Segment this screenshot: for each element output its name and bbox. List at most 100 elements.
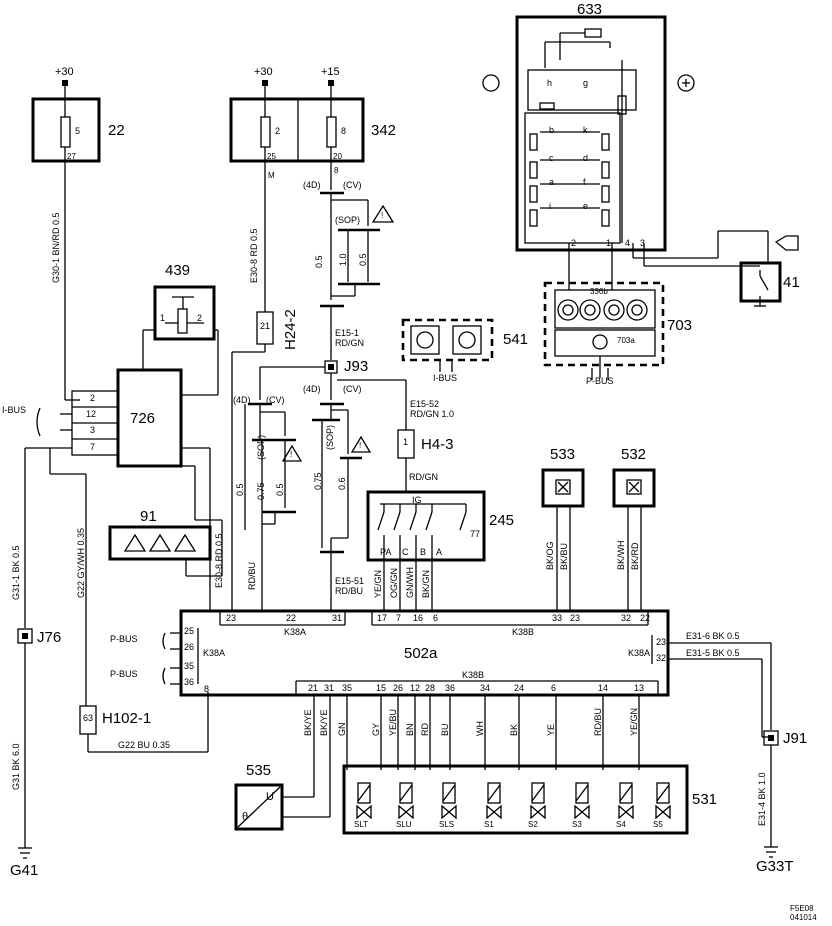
ecu-wire-color: GY bbox=[371, 722, 381, 736]
solenoid-coil-icon bbox=[656, 782, 670, 804]
contact-label: f bbox=[583, 177, 586, 187]
label-component-342: 342 bbox=[371, 122, 397, 139]
variant-label: (CV) bbox=[343, 180, 362, 190]
label-junction-j91: J91 bbox=[783, 730, 808, 747]
variant-label: (CV) bbox=[266, 395, 285, 405]
variant-label: 1.0 bbox=[338, 253, 348, 266]
variant-label: 0.5 bbox=[275, 483, 285, 496]
label-supply-30b: +30 bbox=[254, 66, 273, 78]
wire-label: OG/GN bbox=[389, 567, 399, 598]
horn-icon bbox=[774, 235, 799, 251]
pin-label: 12 bbox=[86, 409, 97, 419]
fuse-pin: M bbox=[268, 171, 275, 180]
label-component-726: 726 bbox=[130, 410, 156, 427]
ecu-pin-top: 6 bbox=[433, 613, 439, 623]
wire-label: E15-51 bbox=[335, 576, 365, 586]
ecu-pin-bottom: 21 bbox=[308, 683, 319, 693]
label-ground-g33t: G33T bbox=[756, 858, 794, 875]
label-component-502a: 502a bbox=[404, 645, 438, 662]
label-k38a-right: K38A bbox=[628, 648, 651, 658]
component-532-box bbox=[612, 468, 656, 508]
ecu-pin-right: 23 bbox=[656, 637, 667, 647]
resistor-icon bbox=[529, 209, 538, 227]
contact-label: b bbox=[549, 125, 555, 135]
label-component-41: 41 bbox=[783, 274, 800, 291]
wire-label: E30-8 RD 0.5 bbox=[249, 228, 259, 283]
ecu-wire-color: RD bbox=[420, 723, 430, 736]
label-pa: PA bbox=[380, 547, 392, 557]
variant-label: (4D) bbox=[233, 395, 251, 405]
warning-triangle-2 bbox=[281, 444, 303, 462]
label-component-703: 703 bbox=[667, 317, 693, 334]
solenoid-label: SLS bbox=[439, 820, 455, 829]
ecu-wire-color: BK bbox=[509, 723, 519, 736]
wire-label: E30-8 RD 0.5 bbox=[214, 533, 224, 588]
wire-label: BK/RD bbox=[630, 542, 640, 570]
component-22-box bbox=[31, 97, 101, 163]
component-245-box bbox=[366, 490, 486, 562]
solenoid-coil-icon bbox=[531, 782, 545, 804]
ecu-wire-color: BN bbox=[405, 723, 415, 736]
wire-label: RD/GN bbox=[409, 472, 438, 482]
label-component-535: 535 bbox=[246, 762, 272, 779]
label-k38a-top: K38A bbox=[284, 627, 307, 637]
ecu-pin-top: 33 bbox=[552, 613, 563, 623]
label-ig: IG bbox=[412, 495, 422, 505]
fuse-pin: 8 bbox=[334, 166, 339, 175]
ecu-pin-bottom: 31 bbox=[324, 683, 335, 693]
variant-label: 0.75 bbox=[256, 482, 266, 500]
valve-icon bbox=[398, 804, 414, 820]
resistor-icon bbox=[529, 133, 538, 151]
solenoid-coil-icon bbox=[399, 782, 413, 804]
ecu-pin-top: 31 bbox=[332, 613, 343, 623]
valve-icon bbox=[574, 804, 590, 820]
label-component-439: 439 bbox=[165, 262, 191, 279]
ecu-pin-bottom: 36 bbox=[445, 683, 456, 693]
solenoid-coil-icon bbox=[357, 782, 371, 804]
wire-label: G22 BU 0.35 bbox=[118, 740, 171, 750]
variant-label: (SOP) bbox=[256, 434, 266, 460]
label-component-91: 91 bbox=[140, 508, 157, 525]
valve-icon bbox=[530, 804, 546, 820]
wire-label: YE/GN bbox=[373, 569, 383, 598]
wire-label: G31 BK 6.0 bbox=[11, 743, 21, 790]
label-k38b-top: K38B bbox=[512, 627, 535, 637]
ecu-pin-left: 36 bbox=[184, 677, 195, 687]
label-pbus-703: P-BUS bbox=[586, 376, 614, 386]
component-541-box bbox=[401, 318, 494, 362]
wire-label: GN/WH bbox=[405, 567, 415, 598]
wire-label: E31-4 BK 1.0 bbox=[757, 772, 767, 826]
wire-label: BK/WH bbox=[616, 540, 626, 570]
label-pbus-2: P-BUS bbox=[110, 669, 138, 679]
ecu-pin-bottom: 15 bbox=[376, 683, 387, 693]
label-junction-j76: J76 bbox=[37, 629, 62, 646]
valve-icon bbox=[356, 804, 372, 820]
pin-label: 2 bbox=[90, 393, 96, 403]
counterclockwise-icon bbox=[677, 74, 695, 92]
warning-mark: ! bbox=[290, 450, 293, 459]
label-component-633: 633 bbox=[577, 1, 603, 18]
valve-icon bbox=[441, 804, 457, 820]
warning-triangle-3 bbox=[350, 435, 372, 453]
ecu-pin-left: 8 bbox=[204, 684, 210, 694]
variant-label: (CV) bbox=[343, 384, 362, 394]
wire-label: BK/GN bbox=[421, 569, 431, 598]
resistor-icon bbox=[601, 133, 610, 151]
warning-mark: ! bbox=[359, 441, 362, 450]
ecu-pin-bottom: 14 bbox=[598, 683, 609, 693]
label-connector-h102-1: H102-1 bbox=[102, 710, 152, 727]
contact-label: h bbox=[547, 78, 553, 88]
footer-code-2: 041014 bbox=[790, 913, 817, 922]
contact-label: i bbox=[549, 201, 551, 211]
footer-code-1: F5E08 bbox=[790, 904, 814, 913]
ecu-pin-bottom: 13 bbox=[634, 683, 645, 693]
label-77: 77 bbox=[470, 529, 481, 539]
ecu-pin-top: 22 bbox=[286, 613, 297, 623]
label-h43-pin: 1 bbox=[403, 437, 409, 447]
ecu-wire-color: BK/YE bbox=[303, 709, 313, 736]
label-a: A bbox=[436, 547, 443, 557]
component-535-box bbox=[234, 783, 284, 831]
component-439-box bbox=[153, 285, 216, 341]
